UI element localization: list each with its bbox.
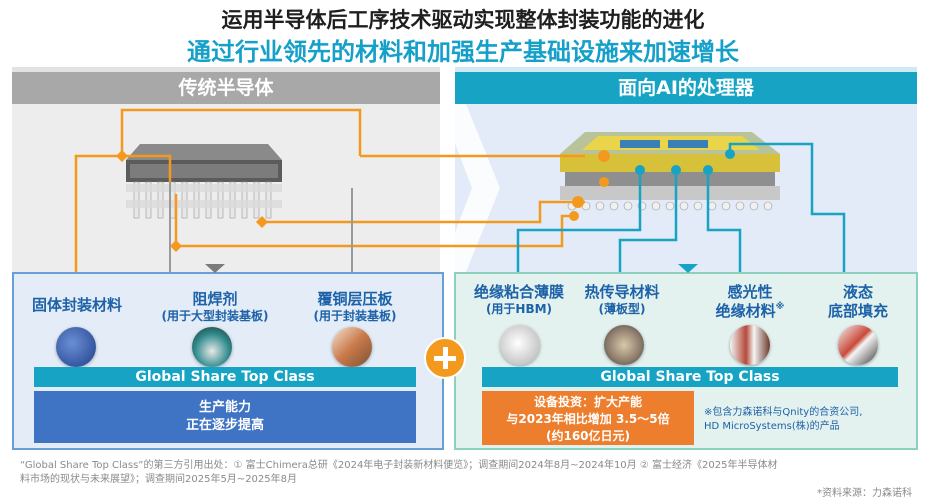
footnote-line1: “Global Share Top Class”的第三方引用出处：① 富士Chi… bbox=[20, 460, 778, 471]
legacy-chip-graphic bbox=[126, 144, 282, 219]
jv-note-line2: HD MicroSystems(株)的产品 bbox=[704, 421, 840, 432]
investment-line1: 设备投资：扩大产能 bbox=[533, 395, 642, 409]
photosensitive-material-photo bbox=[730, 325, 770, 365]
material-label-insulating-adhesive-film: 绝缘粘合薄膜 bbox=[473, 283, 564, 301]
jv-note-line1: ※包含力森诺科与Qnity的合资公司, bbox=[704, 407, 863, 418]
copper-laminate-photo bbox=[332, 327, 372, 367]
left-capacity-box: 生产能力 正在逐步提高 bbox=[34, 391, 416, 443]
material-sub-solder-resist: (用于大型封装基板) bbox=[161, 309, 269, 323]
right-global-share-bar: Global Share Top Class bbox=[482, 367, 898, 387]
material-label-photosensitive-line1: 感光性 bbox=[727, 283, 773, 301]
photosensitive-line2-text: 绝缘材料 bbox=[715, 302, 776, 320]
photosensitive-note-mark: ※ bbox=[775, 302, 785, 312]
right-header: 面向AI的处理器 bbox=[455, 72, 917, 104]
material-sub-copper-clad-laminate: (用于封装基板) bbox=[313, 309, 397, 323]
material-label-photosensitive-line2: 绝缘材料※ bbox=[700, 302, 800, 320]
plus-icon bbox=[424, 337, 466, 379]
left-global-share-label: Global Share Top Class bbox=[135, 369, 315, 385]
left-panel-pointer bbox=[205, 264, 225, 273]
source-note: *资料来源：力森诺科 bbox=[817, 488, 912, 499]
footnote-line2: 料市场的现状与未来展望》；调查期间2025年5月~2025年8月 bbox=[20, 474, 298, 485]
left-global-share-bar: Global Share Top Class bbox=[34, 367, 416, 387]
capacity-line2: 正在逐步提高 bbox=[185, 418, 264, 433]
left-header: 传统半导体 bbox=[12, 72, 440, 104]
ai-chip-graphic bbox=[560, 132, 780, 211]
underfill-photo bbox=[838, 325, 878, 365]
material-label-solid-encapsulant: 固体封装材料 bbox=[31, 296, 122, 314]
page-subtitle: 通过行业领先的材料和加强生产基础设施来加速增长 bbox=[187, 38, 739, 66]
grey-connectors bbox=[169, 182, 353, 276]
material-sub-thermal-interface: (薄板型) bbox=[598, 302, 646, 316]
material-sub-insulating-adhesive-film: (用于HBM) bbox=[485, 302, 553, 316]
investment-box: 设备投资：扩大产能 与2023年相比增加 3.5～5倍 (约160亿日元) bbox=[482, 391, 694, 445]
footnote: “Global Share Top Class”的第三方引用出处：① 富士Chi… bbox=[20, 459, 920, 487]
investment-line3: (约160亿日元) bbox=[545, 429, 631, 443]
material-label-thermal-interface: 热传导材料 bbox=[584, 283, 660, 301]
right-header-accent bbox=[455, 67, 917, 72]
teal-connectors bbox=[516, 142, 846, 276]
investment-line2: 与2023年相比增加 3.5～5倍 bbox=[506, 412, 670, 426]
left-header-accent bbox=[12, 67, 440, 72]
jv-note: ※包含力森诺科与Qnity的合资公司, HD MicroSystems(株)的产… bbox=[704, 406, 914, 434]
orange-connector-nodes bbox=[116, 150, 610, 252]
solder-resist-photo bbox=[192, 327, 232, 367]
transition-chevron bbox=[440, 104, 500, 272]
material-label-underfill-line2: 底部填充 bbox=[827, 302, 888, 320]
thermal-interface-photo bbox=[604, 325, 644, 365]
package-illustration bbox=[12, 104, 917, 276]
adhesive-film-photo bbox=[500, 325, 540, 365]
material-label-copper-clad-laminate: 覆铜层压板 bbox=[317, 290, 393, 308]
solid-encapsulant-photo bbox=[56, 327, 96, 367]
page-title: 运用半导体后工序技术驱动实现整体封装功能的进化 bbox=[221, 8, 705, 32]
capacity-line1: 生产能力 bbox=[198, 400, 251, 415]
material-label-solder-resist: 阻焊剂 bbox=[192, 290, 238, 308]
right-global-share-label: Global Share Top Class bbox=[600, 369, 780, 385]
teal-connector-nodes bbox=[635, 149, 735, 175]
right-panel-pointer bbox=[678, 264, 698, 273]
material-label-underfill-line1: 液态 bbox=[842, 283, 873, 301]
